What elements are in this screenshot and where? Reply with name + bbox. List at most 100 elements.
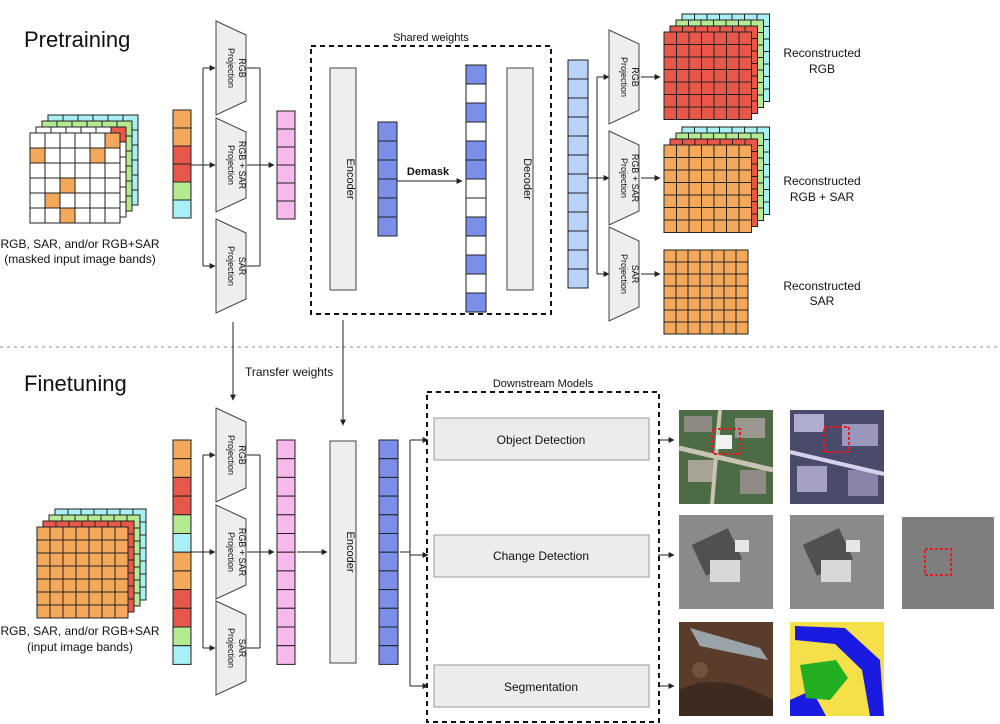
shared-weights-label: Shared weights <box>393 32 469 44</box>
masked-input-layers-layer-3 <box>29 132 121 224</box>
masked-token-column <box>172 109 192 219</box>
token <box>172 551 192 572</box>
reconstructed-rgb-layers-layer-3 <box>663 31 752 120</box>
token <box>172 439 192 460</box>
token <box>276 110 296 130</box>
token <box>378 476 399 497</box>
token <box>465 121 487 142</box>
demasked-token-column <box>465 64 487 313</box>
finetuning-encoder-box: Encoder <box>329 440 357 664</box>
token <box>567 192 589 213</box>
token <box>276 182 296 202</box>
output-rgb-label-line2: RGB <box>809 62 835 76</box>
output-projection-rgb-label-2: RGB <box>630 67 640 87</box>
pretraining-pink-tokens <box>276 110 296 220</box>
finetuning-input-layers-layer-3 <box>36 526 129 619</box>
token <box>465 64 487 85</box>
token <box>172 163 192 183</box>
masked-input-image-stack <box>29 114 139 224</box>
token <box>377 197 398 218</box>
token <box>465 292 487 313</box>
finetuning-task-fanout <box>400 437 429 689</box>
finetuning-input-tokens <box>172 439 192 665</box>
token <box>378 439 399 460</box>
token <box>276 551 296 572</box>
reconstructed-rgb-sar-layers <box>663 126 770 233</box>
finetuning-encoded-tokens <box>378 439 399 665</box>
output-projection-sar-label-1: Projection <box>619 254 629 294</box>
token <box>465 102 487 123</box>
token <box>276 439 296 460</box>
finetuning-input-fanout <box>191 452 216 651</box>
pretraining-projection-rgb-label-1: Projection <box>226 48 236 88</box>
token <box>276 146 296 166</box>
token <box>276 514 296 534</box>
token <box>172 626 192 647</box>
token <box>276 458 296 478</box>
token <box>377 121 398 142</box>
reconstructed-rgb-stack <box>663 13 770 120</box>
output-rgb-label-line1: Reconstructed <box>783 46 860 60</box>
downstream-models-title: Downstream Models <box>493 378 594 390</box>
token <box>378 514 399 534</box>
decoder-label: Decoder <box>521 158 533 200</box>
token <box>378 458 399 478</box>
pretraining-projection-rgb-sar-label-1: Projection <box>226 145 236 185</box>
masked-input-layers <box>29 114 139 224</box>
token <box>378 607 399 628</box>
token <box>276 476 296 497</box>
encoded-tokens <box>377 121 398 237</box>
downstream-models-box <box>426 391 660 723</box>
input-image-stack <box>36 508 147 619</box>
token <box>172 495 192 516</box>
token <box>276 570 296 591</box>
finetuning-projection-rgb-label-1: Projection <box>226 435 236 475</box>
token <box>378 645 399 665</box>
output-sar-label-line2: SAR <box>810 294 835 308</box>
token <box>276 589 296 609</box>
pretraining-encoded-tokens <box>377 121 398 237</box>
token <box>172 607 192 628</box>
token <box>567 173 589 194</box>
token <box>567 249 589 270</box>
reconstructed-sar-grid <box>663 249 749 335</box>
finetuning-projection-rgb-label-2: RGB <box>237 445 247 465</box>
output-sar-label-line1: Reconstructed <box>783 279 860 293</box>
reconstructed-rgb-sar-stack <box>663 126 770 233</box>
token <box>377 178 398 199</box>
token <box>378 495 399 516</box>
token <box>465 235 487 256</box>
pretraining-projection-rgb-label-2: RGB <box>237 58 247 78</box>
reconstructed-rgb-layers <box>663 13 770 120</box>
object-detection-image-1 <box>678 409 774 505</box>
token <box>465 197 487 218</box>
transfer-weights-label: Transfer weights <box>245 365 333 379</box>
token <box>377 140 398 161</box>
token <box>172 109 192 129</box>
finetuning-input-layers <box>36 508 147 619</box>
decoded-token-column <box>567 59 589 289</box>
task-change-detection: Change Detection <box>433 534 650 578</box>
pretraining-projection-sar-label-2: SAR <box>237 257 247 276</box>
token <box>378 589 399 609</box>
token <box>567 268 589 289</box>
token <box>172 476 192 497</box>
token <box>276 128 296 148</box>
task-segmentation-label: Segmentation <box>504 680 578 694</box>
task-change-detection-label: Change Detection <box>493 549 589 563</box>
finetuning-input-label-line2: (input image bands) <box>27 640 133 654</box>
task-object-detection-label: Object Detection <box>497 433 586 447</box>
output-rgbsar-label-line2: RGB + SAR <box>790 190 855 204</box>
token <box>567 154 589 175</box>
token <box>567 135 589 156</box>
task-segmentation: Segmentation <box>433 664 650 708</box>
token <box>172 589 192 609</box>
token <box>172 458 192 478</box>
finetuning-projection-merge <box>247 454 275 649</box>
token <box>567 116 589 137</box>
finetuning-projection-sar-label-2: SAR <box>237 639 247 658</box>
finetuning-input-label-line1: RGB, SAR, and/or RGB+SAR <box>0 624 159 638</box>
